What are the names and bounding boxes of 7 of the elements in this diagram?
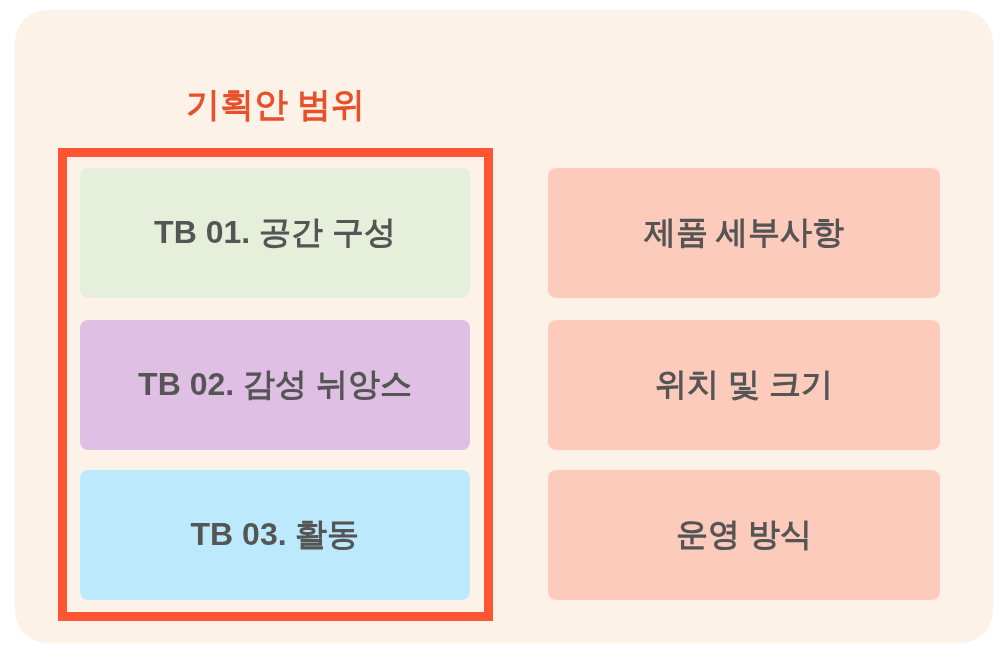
group-heading: 기획안 범위	[184, 84, 367, 125]
category-box: 운영 방식	[548, 470, 940, 600]
category-box: TB 01. 공간 구성	[80, 168, 470, 298]
category-box: 제품 세부사항	[548, 168, 940, 298]
category-box: TB 03. 활동	[80, 470, 470, 600]
category-box: TB 02. 감성 뉘앙스	[80, 320, 470, 450]
category-box: 위치 및 크기	[548, 320, 940, 450]
